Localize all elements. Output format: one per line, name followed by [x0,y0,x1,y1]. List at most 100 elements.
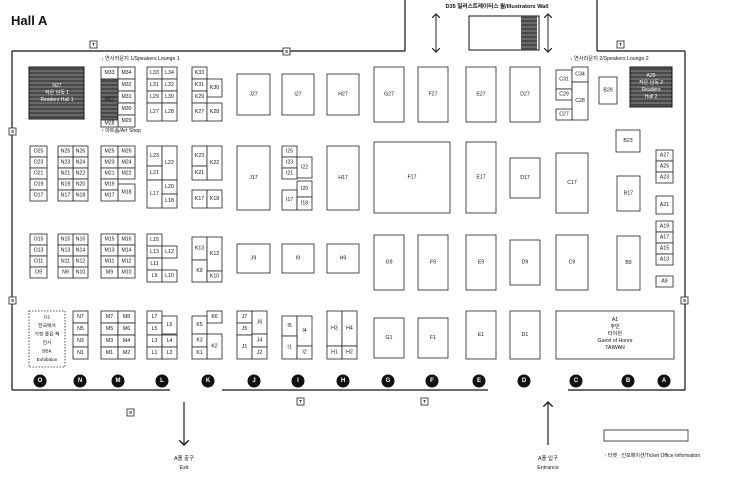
booth-i9[interactable] [281,243,315,274]
booth-h2[interactable] [341,345,358,360]
booth-k10[interactable] [206,270,223,283]
booth-d17[interactable] [509,157,541,199]
booth-m17[interactable] [100,189,119,202]
booth-label-n7: N7 [77,314,84,320]
booth-h27[interactable] [326,73,360,116]
booth-label-a21: A21 [660,202,669,208]
toilet-marker-3-label: T [299,399,302,404]
booth-label-i25: I25 [286,149,293,155]
booth-f17[interactable] [373,141,451,214]
booth-f9[interactable] [417,234,449,291]
booth-label-b23: B23 [623,138,632,144]
booth-h9[interactable] [326,243,360,274]
readers-hall-1[interactable] [28,66,85,120]
booth-l28[interactable] [161,102,178,122]
booth-c27[interactable] [555,108,573,121]
service-marker-5-label: S [683,298,686,303]
booth-n1[interactable] [72,346,89,360]
booth-f27[interactable] [417,66,449,123]
booth-i18[interactable] [296,196,313,211]
booth-k30[interactable] [206,78,223,98]
booth-label-n11: N11 [61,259,70,265]
booth-c28[interactable] [571,81,589,121]
booth-h17[interactable] [326,145,360,211]
booth-label-m4: M4 [123,338,130,344]
booth-a13[interactable] [655,253,674,266]
booth-k22[interactable] [206,145,223,181]
ticket-office-booth[interactable] [603,429,689,442]
booth-d27[interactable] [509,66,541,123]
booth-label-a19: A19 [660,224,669,230]
booth-k18[interactable] [206,189,223,209]
booth-d9[interactable] [509,239,541,286]
booth-label-o15: O15 [34,237,44,243]
bbk-exhibition-booth[interactable] [28,310,66,368]
booth-e1[interactable] [465,310,497,360]
booth-m2[interactable] [117,346,136,360]
booth-j2[interactable] [251,346,268,360]
toilet-marker-3 [296,397,305,406]
booth-j17[interactable] [236,145,271,211]
booth-label-a17: A17 [660,235,669,241]
booth-m22[interactable] [117,167,136,180]
booth-k2[interactable] [206,333,223,360]
booth-c9[interactable] [555,234,589,291]
booth-i27[interactable] [281,73,315,116]
booth-label-k6: K6 [211,314,217,320]
booth-b29[interactable] [598,76,618,105]
booth-g9[interactable] [373,234,405,291]
readers-hall-2[interactable] [629,66,673,108]
booth-label-j7: J7 [242,314,248,320]
booth-l18[interactable] [161,193,178,209]
booth-label-m5: M5 [106,326,113,332]
booth-label-c34: C34 [575,72,585,78]
booth-i2[interactable] [296,345,313,360]
booth-f1[interactable] [417,317,449,359]
booth-i22[interactable] [296,156,313,179]
booth-e9[interactable] [465,234,497,291]
booth-label-b29: B29 [603,88,612,94]
booth-k21[interactable] [191,165,208,181]
booth-a23[interactable] [655,171,674,184]
guest-of-honor-booth[interactable] [555,310,675,360]
booth-a21[interactable] [655,195,674,215]
booth-d1[interactable] [509,310,541,360]
booth-l2[interactable] [161,346,178,360]
booth-e27[interactable] [465,66,497,123]
booth-n9[interactable] [57,266,74,279]
booth-l10[interactable] [161,269,178,283]
booth-l6[interactable] [161,315,178,335]
booth-k28[interactable] [206,102,223,122]
booth-label-n5: N5 [77,326,84,332]
booth-g1[interactable] [373,317,405,359]
booth-a9[interactable] [655,275,674,288]
booth-n17[interactable] [57,189,74,202]
booth-b23[interactable] [615,129,641,153]
bbk-exhibition-label: 전시 [43,339,52,346]
booth-i21[interactable] [281,167,298,180]
bbk-exhibition-label: O1 [44,315,51,321]
booth-l12[interactable] [161,245,178,259]
booth-c17[interactable] [555,152,589,214]
booth-g27[interactable] [373,66,405,123]
booth-label-c27: C27 [559,112,569,118]
booth-label-h2: H2 [346,350,353,356]
booth-label-l22: L22 [165,160,174,166]
readers-hall-2-label: Hall 2 [645,94,658,100]
booth-j27[interactable] [236,73,271,116]
service-marker-1 [282,47,291,56]
booth-j9[interactable] [236,243,271,274]
booth-label-m8: M8 [123,314,130,320]
booth-label-l7: L7 [152,314,158,320]
booth-m10[interactable] [117,266,136,279]
column-marker-h [336,374,350,388]
booth-label-l15: L15 [150,237,159,243]
booth-m28[interactable] [100,119,119,128]
booth-e17[interactable] [465,141,497,214]
booth-k1[interactable] [191,346,208,360]
booth-o17[interactable] [29,189,48,202]
booth-b17[interactable] [616,175,641,212]
booth-b9[interactable] [616,235,641,291]
booth-o9[interactable] [29,266,48,279]
toilet-marker-2-label: T [619,42,622,47]
